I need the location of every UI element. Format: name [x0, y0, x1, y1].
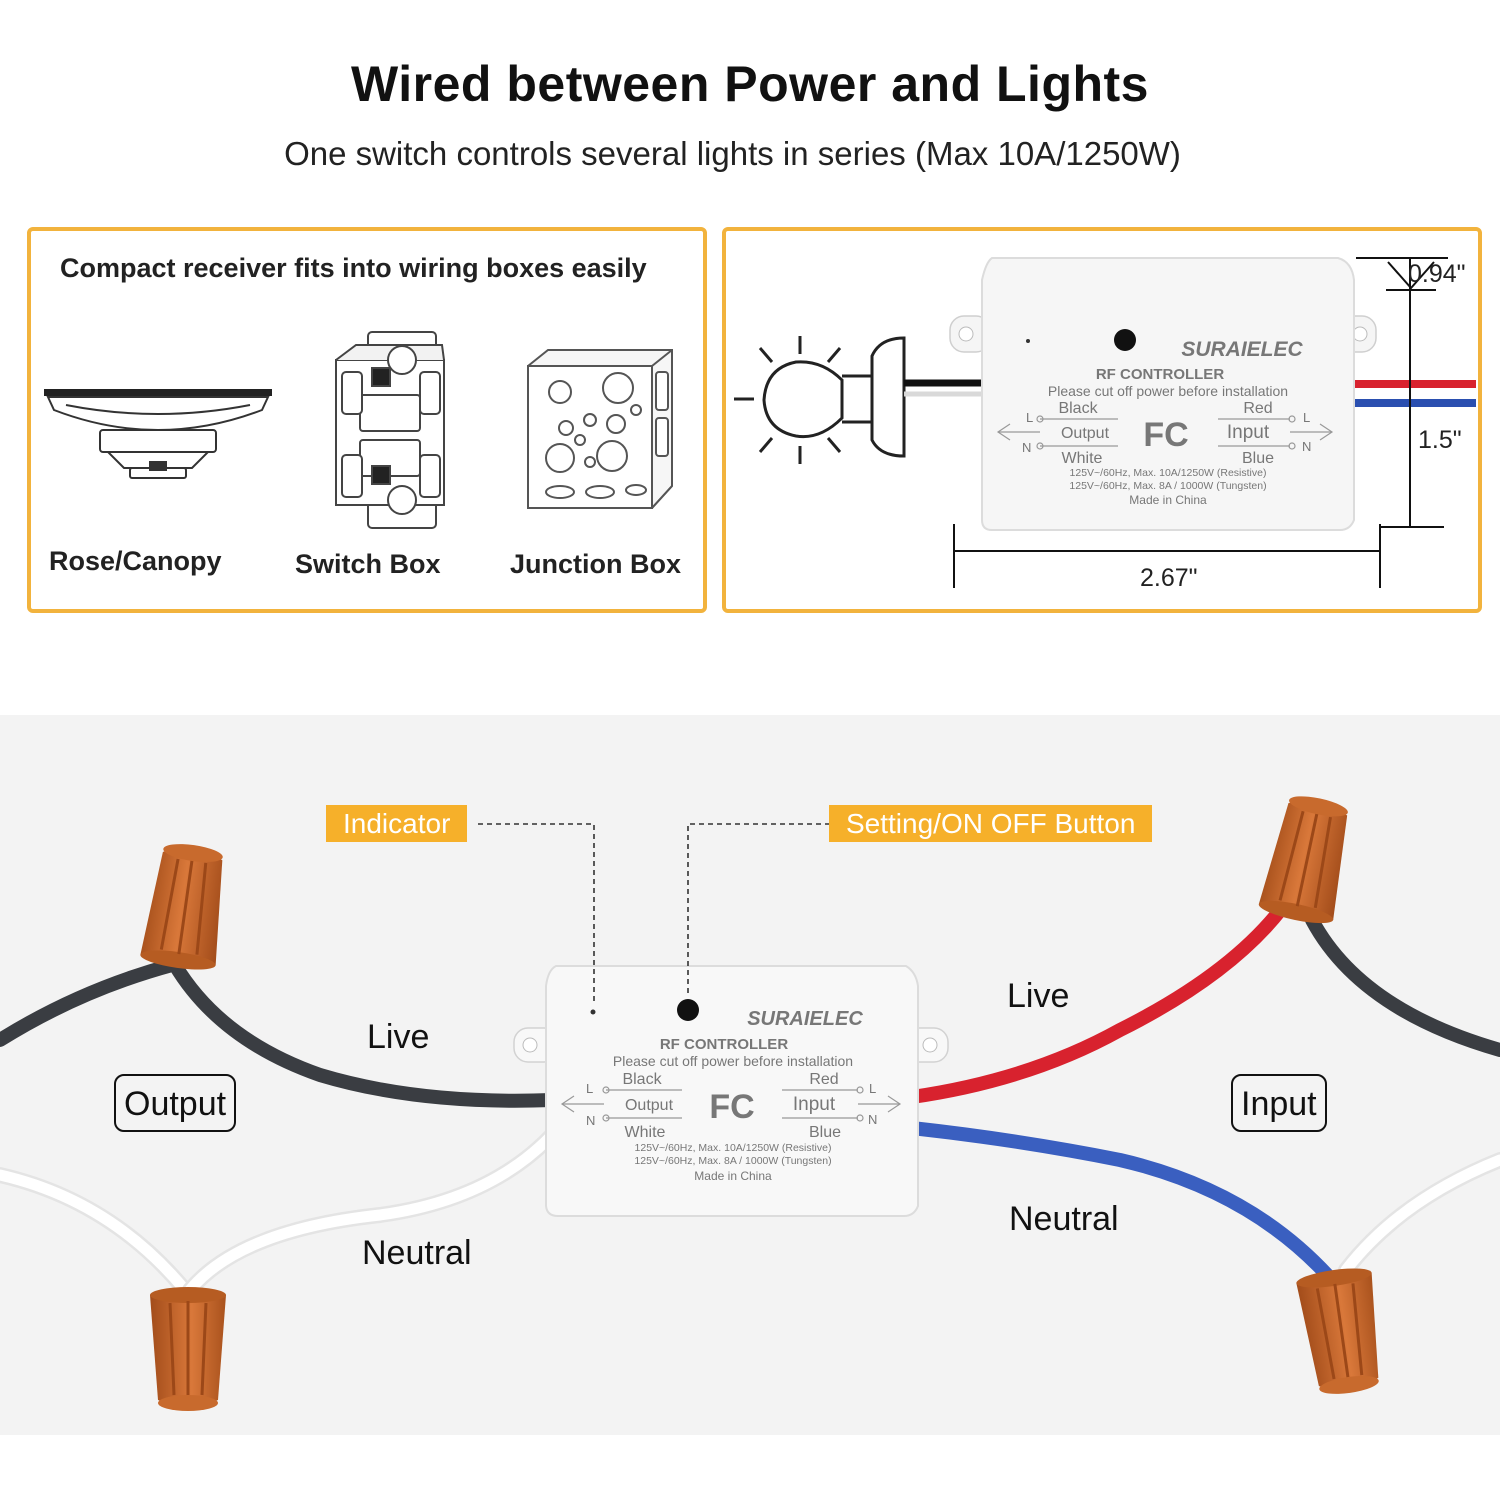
svg-text:Black: Black	[1058, 400, 1098, 417]
output-tag: Output	[114, 1074, 237, 1132]
wire-nut-top-left	[137, 838, 234, 975]
input-tag: Input	[1231, 1074, 1327, 1132]
svg-text:Input: Input	[1227, 422, 1270, 443]
svg-text:L: L	[1026, 410, 1033, 425]
svg-text:Blue: Blue	[1242, 450, 1274, 467]
svg-text:L: L	[1303, 410, 1310, 425]
svg-text:White: White	[1062, 450, 1103, 467]
svg-text:Made in China: Made in China	[1129, 493, 1207, 507]
page-title: Wired between Power and Lights	[351, 56, 1149, 112]
svg-text:Made in China: Made in China	[694, 1169, 772, 1183]
receiver-device-top: SURAIELEC RF CONTROLLER Please cut off p…	[949, 257, 1377, 531]
svg-text:SURAIELEC: SURAIELEC	[747, 1008, 863, 1030]
svg-text:125V~/60Hz, Max. 10A/1250W (Re: 125V~/60Hz, Max. 10A/1250W (Resistive)	[635, 1142, 832, 1154]
rose-canopy-label: Rose/Canopy	[49, 546, 222, 576]
wire-nut-top-right	[1255, 789, 1359, 930]
button-callout: Setting/ON OFF Button	[829, 805, 1153, 842]
svg-text:125V~/60Hz, Max. 8A / 1000W (T: 125V~/60Hz, Max. 8A / 1000W (Tungsten)	[634, 1155, 831, 1167]
fcc-logo: FC	[1143, 416, 1188, 454]
callout-leaders	[478, 823, 830, 1005]
rose-canopy-icon	[44, 389, 272, 479]
live-left-label: Live	[367, 1018, 430, 1056]
neutral-right-label: Neutral	[1009, 1200, 1119, 1238]
svg-text:125V~/60Hz, Max. 10A/1250W (Re: 125V~/60Hz, Max. 10A/1250W (Resistive)	[1070, 467, 1267, 479]
dimension-lines	[953, 257, 1448, 588]
wire-nut-bottom-left	[148, 1285, 228, 1413]
svg-text:N: N	[1302, 439, 1311, 454]
dimension-width: 2.67"	[1140, 564, 1198, 592]
svg-text:N: N	[868, 1112, 877, 1127]
device-brand: SURAIELEC	[1181, 338, 1303, 361]
indicator-led	[590, 1009, 596, 1015]
svg-text:Blue: Blue	[809, 1124, 841, 1141]
svg-text:N: N	[586, 1113, 595, 1128]
svg-text:L: L	[869, 1081, 876, 1096]
compact-fit-heading: Compact receiver fits into wiring boxes …	[60, 253, 647, 283]
svg-text:White: White	[625, 1124, 666, 1141]
device-warning: Please cut off power before installation	[1048, 383, 1288, 399]
svg-text:Input: Input	[793, 1094, 836, 1115]
wires	[0, 901, 1500, 1298]
svg-text:Output: Output	[1061, 425, 1110, 442]
svg-text:L: L	[586, 1081, 593, 1096]
svg-text:125V~/60Hz, Max. 8A / 1000W (T: 125V~/60Hz, Max. 8A / 1000W (Tungsten)	[1069, 480, 1266, 492]
wire-nut-bottom-right	[1293, 1263, 1390, 1400]
svg-text:FC: FC	[709, 1088, 754, 1126]
switch-box-icon	[335, 331, 445, 529]
svg-text:N: N	[1022, 440, 1031, 455]
svg-text:RF CONTROLLER: RF CONTROLLER	[660, 1036, 788, 1053]
live-right-label: Live	[1007, 977, 1070, 1015]
page-subtitle: One switch controls several lights in se…	[284, 135, 1181, 172]
dimension-depth: 0.94"	[1408, 260, 1466, 288]
svg-text:Please cut off power before in: Please cut off power before installation	[613, 1053, 853, 1069]
svg-text:Red: Red	[809, 1071, 838, 1088]
device-model: RF CONTROLLER	[1096, 366, 1224, 383]
switch-box-label: Switch Box	[295, 549, 441, 579]
indicator-callout: Indicator	[326, 805, 468, 842]
svg-text:Red: Red	[1243, 400, 1272, 417]
svg-text:Black: Black	[622, 1071, 662, 1088]
receiver-device-front: SURAIELEC RF CONTROLLER Please cut off p…	[513, 965, 949, 1217]
neutral-left-label: Neutral	[362, 1234, 472, 1272]
junction-box-label: Junction Box	[510, 549, 682, 579]
light-bulb-icon	[734, 336, 906, 464]
svg-text:Output: Output	[625, 1097, 674, 1114]
dimension-height: 1.5"	[1418, 426, 1462, 454]
on-off-button	[677, 999, 699, 1021]
junction-box-icon	[527, 349, 673, 509]
